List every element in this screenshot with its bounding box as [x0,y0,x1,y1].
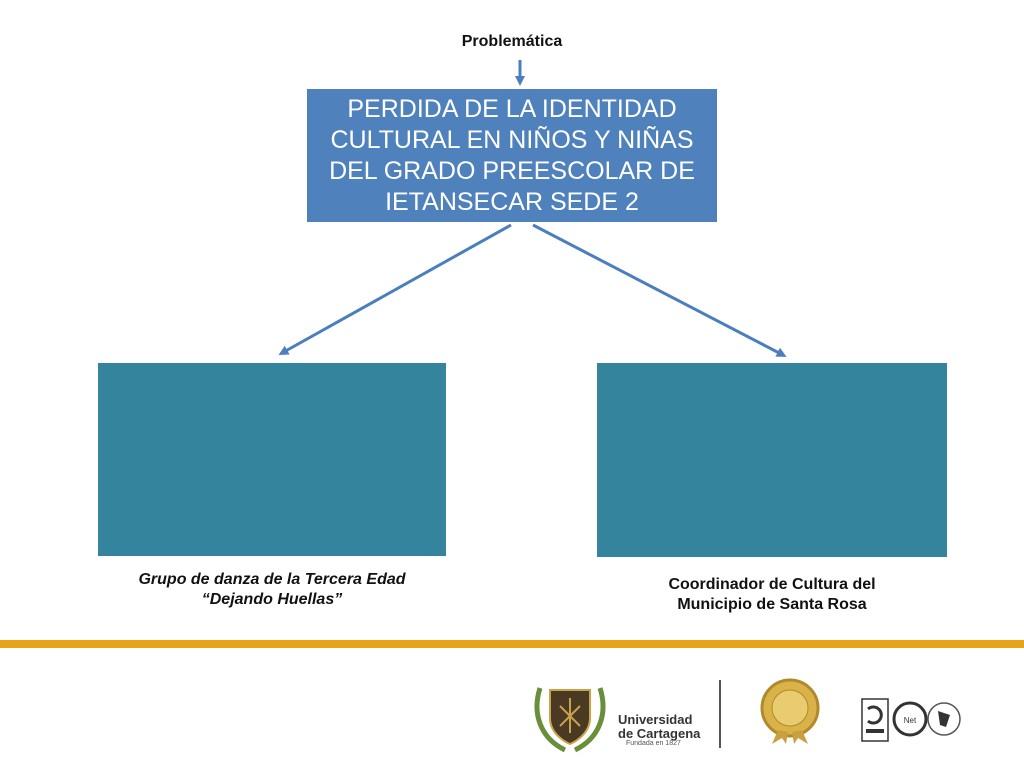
cert-net-label: Net [904,716,917,725]
right-caption: Coordinador de Cultura del Municipio de … [597,575,947,615]
arrow-right [532,223,787,357]
university-line2: de Cartagena [618,726,701,741]
university-line1: Universidad [618,712,693,727]
problematica-label: Problemática [461,33,563,50]
university-founded: Fundada en 1827 [626,740,681,747]
right-caption-line2: Municipio de Santa Rosa [677,596,867,613]
right-box [597,363,947,557]
gold-seal-icon [760,678,820,744]
left-caption: Grupo de danza de la Tercera Edad “Dejan… [98,570,446,610]
university-crest-icon [534,687,606,753]
footer-divider [719,680,721,748]
certification-logos-icon: Net [861,698,961,742]
university-name: Universidad de Cartagena [618,713,700,741]
right-caption-line1: Coordinador de Cultura del [668,576,876,593]
left-box [98,363,446,556]
main-problem-box: PERDIDA DE LA IDENTIDAD CULTURAL EN NIÑO… [307,89,717,222]
left-caption-line2: “Dejando Huellas” [201,591,343,608]
footer-band [0,640,1024,648]
arrow-left [278,223,512,355]
left-caption-line1: Grupo de danza de la Tercera Edad [138,571,406,588]
